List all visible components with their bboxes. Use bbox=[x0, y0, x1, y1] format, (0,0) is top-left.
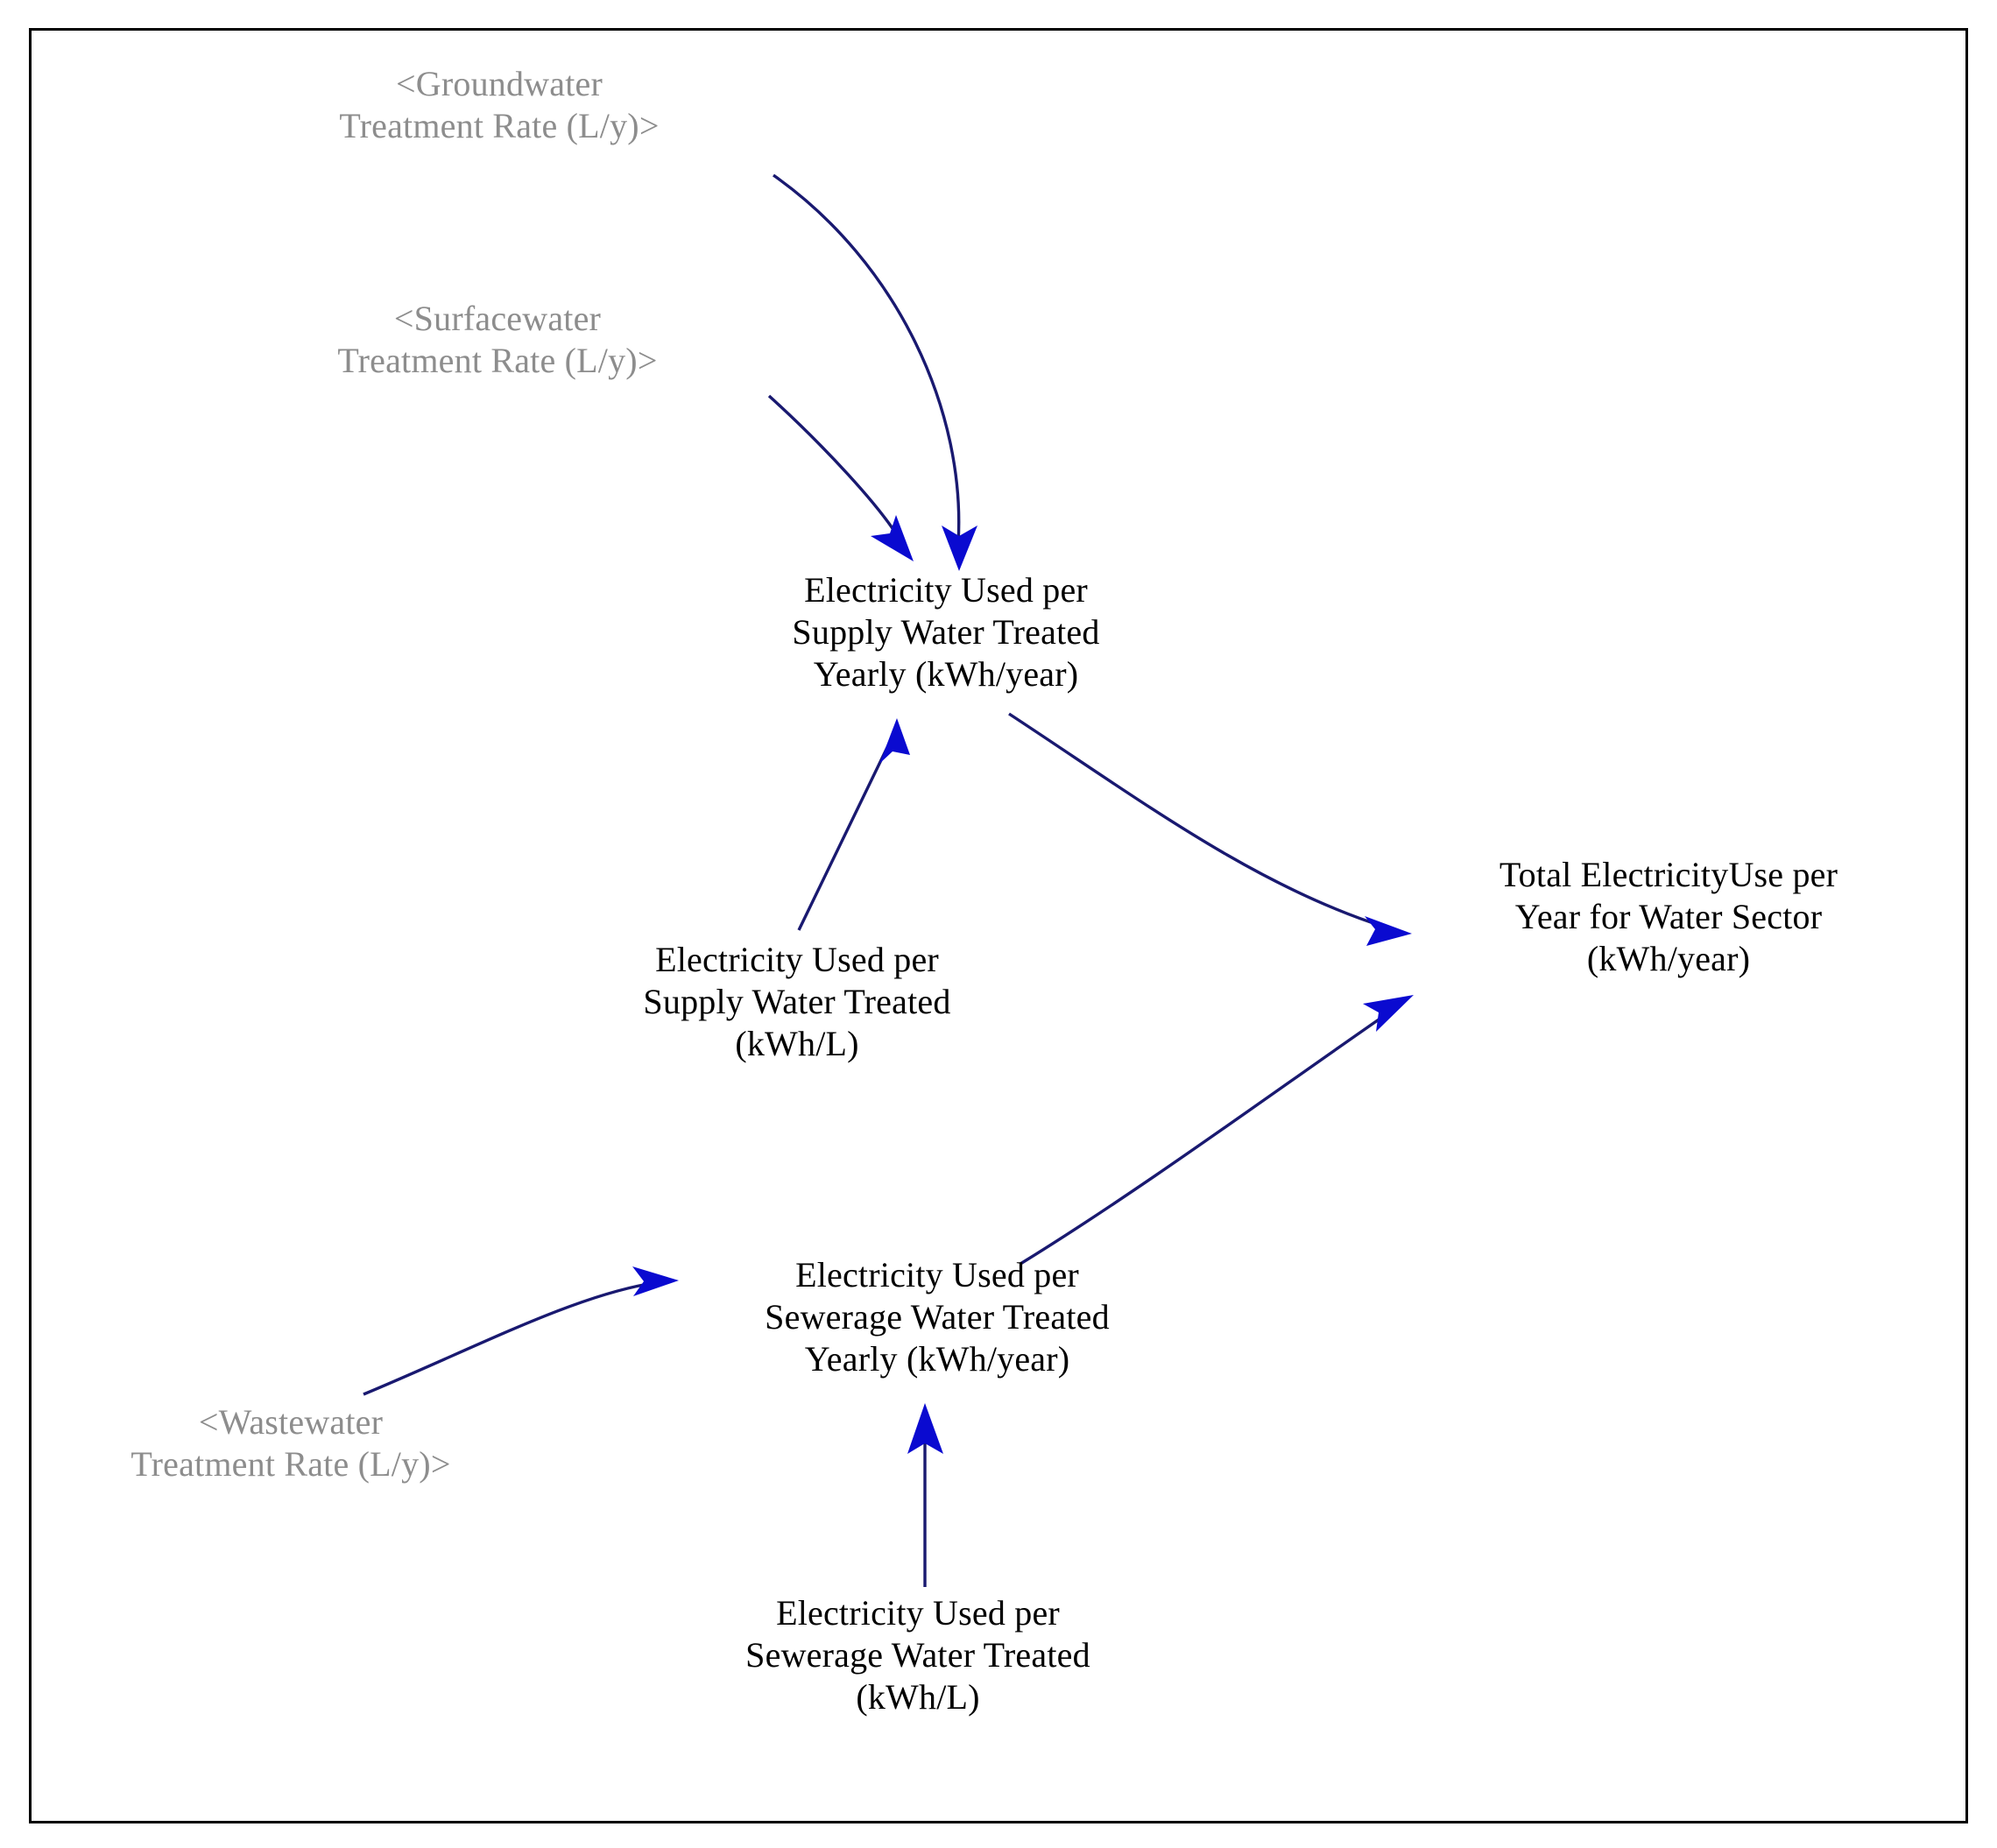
diagram-border-frame bbox=[29, 28, 1968, 1823]
node-total-electricity-use-water-sector[interactable]: Total ElectricityUse per Year for Water … bbox=[1499, 855, 1838, 978]
node-electricity-supply-water-intensity[interactable]: Electricity Used per Supply Water Treate… bbox=[643, 940, 951, 1063]
node-electricity-supply-water-yearly[interactable]: Electricity Used per Supply Water Treate… bbox=[792, 570, 1100, 694]
node-surfacewater-treatment-rate[interactable]: <Surfacewater Treatment Rate (L/y)> bbox=[337, 299, 658, 380]
node-wastewater-treatment-rate[interactable]: <Wastewater Treatment Rate (L/y)> bbox=[131, 1402, 451, 1484]
node-electricity-sewerage-water-yearly[interactable]: Electricity Used per Sewerage Water Trea… bbox=[765, 1255, 1110, 1379]
node-electricity-sewerage-water-intensity[interactable]: Electricity Used per Sewerage Water Trea… bbox=[745, 1593, 1090, 1717]
node-groundwater-treatment-rate[interactable]: <Groundwater Treatment Rate (L/y)> bbox=[339, 64, 660, 145]
